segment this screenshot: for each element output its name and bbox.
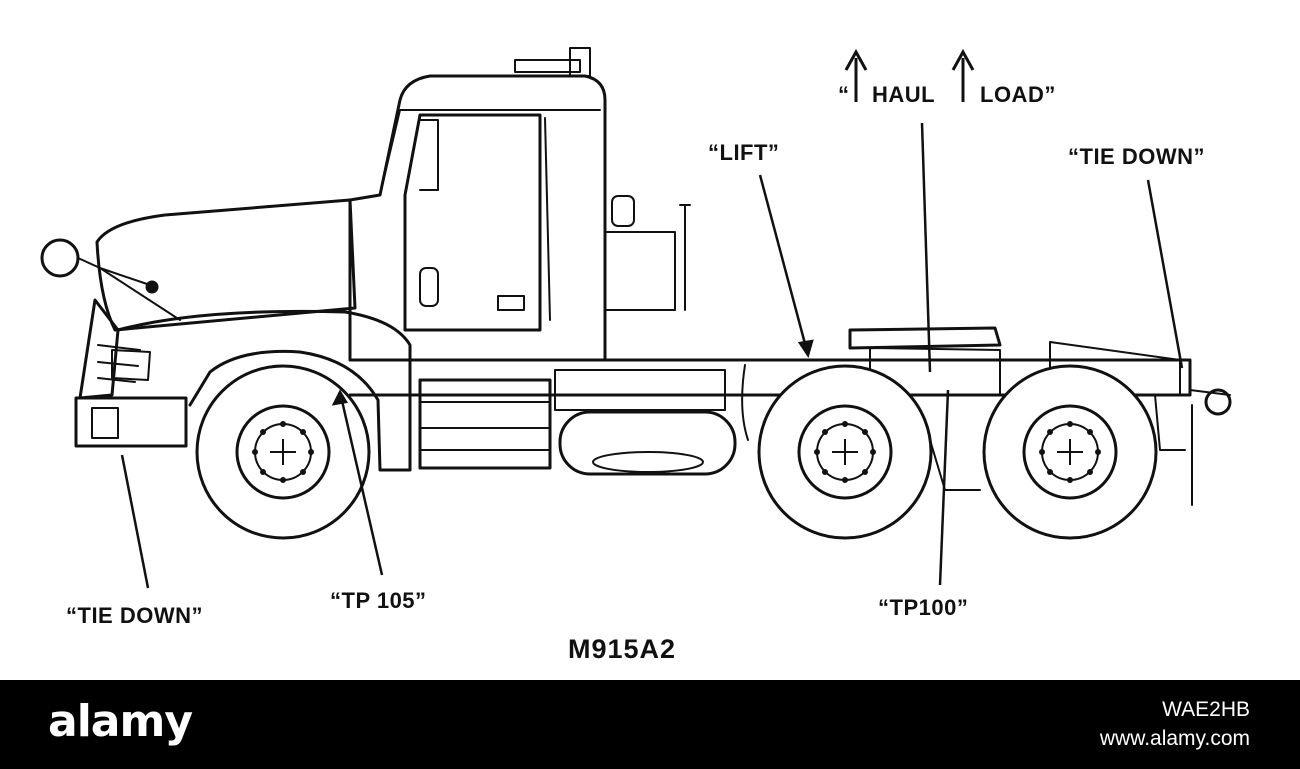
brand-logo: alamy: [48, 696, 193, 747]
leader-tp100: [940, 390, 948, 585]
leader-tie-down-rear: [1148, 180, 1182, 368]
cab-door: [405, 115, 540, 330]
leader-tie-down-front: [122, 455, 148, 588]
label-haul-load-prefix: “: [838, 82, 850, 107]
side-box: [605, 232, 675, 310]
front-bumper: [76, 398, 186, 446]
truck-diagram: “TIE DOWN” “TP 105” “LIFT” “ HAUL LOAD” …: [0, 0, 1300, 680]
load-arrow: [953, 52, 973, 102]
rear-wheel: [984, 366, 1156, 538]
exhaust-stack: [515, 48, 590, 76]
fuel-tank: [560, 412, 735, 474]
pintle-hook: [1206, 390, 1230, 414]
grille: [80, 300, 118, 398]
label-load: LOAD”: [980, 82, 1056, 107]
leader-haul-load: [922, 123, 930, 372]
label-tp105: “TP 105”: [330, 588, 427, 613]
front-fender: [118, 311, 410, 470]
leader-lift: [760, 175, 808, 355]
headlight: [112, 350, 150, 380]
label-tp100: “TP100”: [878, 595, 969, 620]
middle-rear-wheel: [759, 366, 931, 538]
haul-arrow: [846, 52, 866, 102]
site-url: www.alamy.com: [1099, 727, 1250, 750]
label-tie-down-rear: “TIE DOWN”: [1068, 144, 1205, 169]
cab: [350, 76, 605, 360]
leader-lines: [122, 123, 1182, 588]
truck-line-drawing: [0, 0, 1300, 680]
mirror: [42, 240, 78, 276]
watermark-footer: alamy WAE2HB www.alamy.com: [0, 680, 1300, 769]
label-haul: HAUL: [872, 82, 936, 107]
fifth-wheel: [850, 328, 1000, 348]
leader-tp105: [340, 392, 382, 575]
frame-rail: [350, 360, 1190, 395]
lug-nuts: [252, 421, 1101, 483]
hood: [97, 200, 355, 330]
front-wheel: [197, 366, 369, 538]
label-tie-down-front: “TIE DOWN”: [66, 603, 203, 628]
label-lift: “LIFT”: [708, 140, 780, 165]
cab-steps: [420, 380, 550, 468]
image-id: WAE2HB: [1162, 698, 1250, 721]
haul-load-arrows: [846, 52, 973, 102]
diagram-caption: M915A2: [568, 634, 677, 664]
